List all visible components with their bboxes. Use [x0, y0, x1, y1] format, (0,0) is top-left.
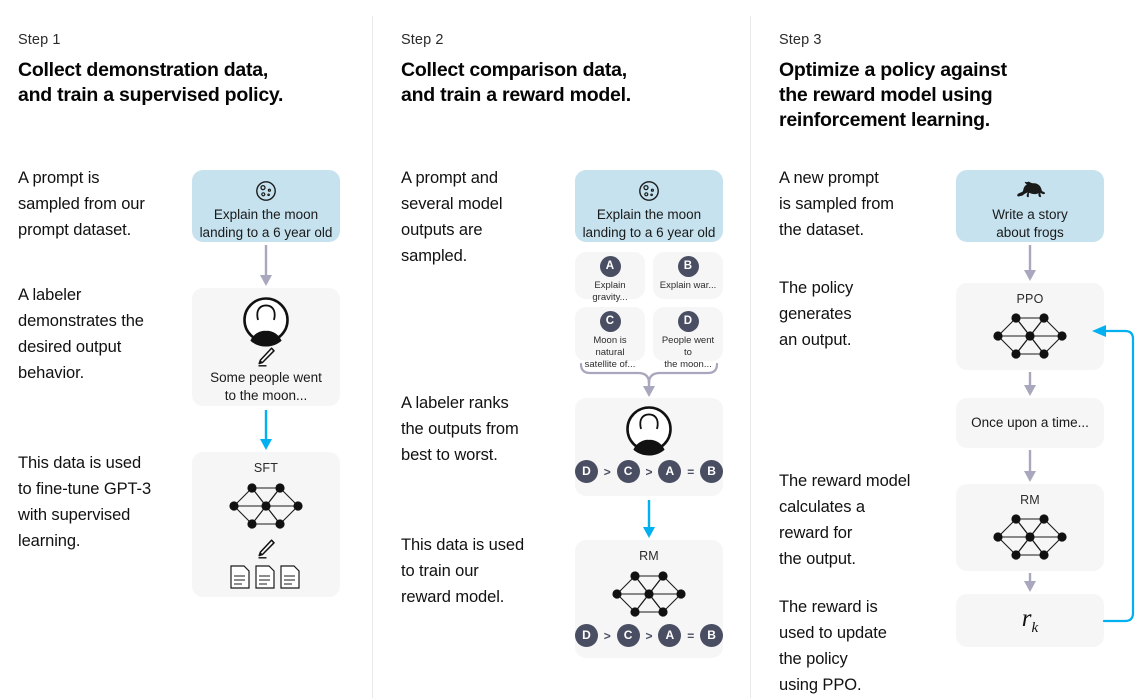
step-3-output-box[interactable]: Once upon a time...	[956, 398, 1104, 448]
step-2-output-card-d[interactable]: D People went to the moon...	[653, 307, 723, 370]
rank-op-3: =	[687, 464, 695, 479]
step-3-label: Step 3	[779, 32, 822, 48]
step-1-model-box[interactable]: SFT	[192, 452, 340, 597]
step-2-prompt-box[interactable]: Explain the moon landing to a 6 year old	[575, 170, 723, 242]
neural-network-icon	[990, 308, 1070, 364]
rank-chip-3: A	[658, 460, 682, 483]
output-text-a: Explain gravity...	[592, 280, 628, 303]
step-2-model-title: RM	[639, 549, 659, 563]
neural-network-icon	[226, 478, 306, 534]
neural-network-icon	[609, 566, 689, 622]
rank-chip-1: D	[575, 624, 598, 647]
step-3-policy-box[interactable]: PPO	[956, 283, 1104, 370]
step-3-caption-3: The reward model calculates a reward for…	[779, 472, 911, 568]
rank-chip-1: D	[575, 460, 598, 483]
step-3-policy-title: PPO	[1016, 292, 1044, 306]
step-3-prompt-box[interactable]: Write a story about frogs	[956, 170, 1104, 242]
step-2-caption-1: A prompt and several model outputs are s…	[401, 169, 503, 265]
model-ranking: D > C > A = B	[575, 624, 724, 647]
output-badge-d: D	[677, 311, 699, 332]
step-2-prompt-text: Explain the moon landing to a 6 year old	[582, 207, 716, 240]
step-3-reward-model-title: RM	[1020, 493, 1040, 507]
output-badge-c: C	[599, 311, 621, 332]
rank-chip-4: B	[700, 460, 724, 483]
frog-icon	[1016, 179, 1045, 201]
rank-op-1: >	[603, 464, 611, 479]
output-badge-b: B	[677, 256, 699, 277]
reward-symbol-r: r	[1021, 605, 1032, 632]
rank-chip-4: B	[700, 624, 724, 647]
step-2-output-card-c[interactable]: C Moon is natural satellite of...	[575, 307, 645, 370]
step-1-title: Collect demonstration data, and train a …	[18, 59, 284, 106]
step-2-title: Collect comparison data, and train a rew…	[401, 59, 631, 106]
step-2-labeler-box[interactable]: D > C > A = B	[575, 398, 724, 496]
step-3-caption-1: A new prompt is sampled from the dataset…	[779, 169, 894, 239]
step-1-caption-2: A labeler demonstrates the desired outpu…	[18, 286, 144, 382]
rank-op-1: >	[603, 628, 611, 643]
step-2-model-box[interactable]: RM	[575, 540, 724, 658]
step-2-caption-3: This data is used to train our reward mo…	[401, 536, 525, 606]
labeler-ranking: D > C > A = B	[575, 460, 724, 483]
step-2-caption-2: A labeler ranks the outputs from best to…	[401, 394, 519, 464]
pencil-icon	[254, 346, 278, 368]
output-badge-a: A	[599, 256, 621, 277]
step-1-labeler-text: Some people went to the moon...	[210, 370, 322, 403]
step-3-reward-model-box[interactable]: RM	[956, 484, 1104, 571]
rank-chip-2: C	[616, 460, 640, 483]
step-1-model-title: SFT	[253, 461, 279, 475]
moon-icon	[637, 179, 661, 203]
step-3-column: Step 3 Optimize a policy against the rew…	[751, 0, 1145, 698]
step-3-caption-2: The policy generates an output.	[779, 279, 854, 349]
step-3-prompt-text: Write a story about frogs	[992, 207, 1068, 240]
step-2-column: Step 2 Collect comparison data, and trai…	[373, 0, 751, 698]
step-3-caption-4: The reward is used to update the policy …	[779, 598, 887, 694]
neural-network-icon	[990, 509, 1070, 565]
step-3-output-text: Once upon a time...	[971, 415, 1089, 430]
step-1-caption-1: A prompt is sampled from our prompt data…	[18, 169, 145, 239]
rank-op-2: >	[645, 464, 653, 479]
step-3-reward-box[interactable]: rk	[956, 594, 1104, 647]
person-icon	[625, 405, 673, 456]
step-2-output-card-b[interactable]: B Explain war...	[653, 252, 723, 299]
step-3-title: Optimize a policy against the reward mod…	[779, 59, 1007, 131]
reward-symbol: rk	[956, 605, 1104, 637]
reward-symbol-k: k	[1031, 620, 1039, 636]
step-1-labeler-box[interactable]: Some people went to the moon...	[192, 288, 340, 406]
output-text-b: Explain war...	[659, 280, 717, 291]
step-1-prompt-text: Explain the moon landing to a 6 year old	[199, 207, 333, 240]
rank-op-2: >	[645, 628, 653, 643]
step-2-output-card-a[interactable]: A Explain gravity...	[575, 252, 645, 303]
step-1-prompt-box[interactable]: Explain the moon landing to a 6 year old	[192, 170, 340, 242]
pencil-icon	[254, 538, 278, 560]
column-divider-2	[750, 16, 751, 698]
person-icon	[242, 296, 290, 347]
output-text-c: Moon is natural satellite of...	[584, 335, 636, 370]
step-1-column: Step 1 Collect demonstration data, and t…	[0, 0, 373, 698]
rank-op-3: =	[687, 628, 695, 643]
step-1-label: Step 1	[18, 32, 61, 48]
step-2-label: Step 2	[401, 32, 444, 48]
documents-icon	[229, 564, 305, 590]
column-divider-1	[372, 16, 373, 698]
rank-chip-2: C	[616, 624, 640, 647]
moon-icon	[254, 179, 278, 203]
step-1-caption-3: This data is used to fine-tune GPT-3 wit…	[18, 454, 152, 550]
output-text-d: People went to the moon...	[661, 335, 715, 370]
rank-chip-3: A	[658, 624, 682, 647]
